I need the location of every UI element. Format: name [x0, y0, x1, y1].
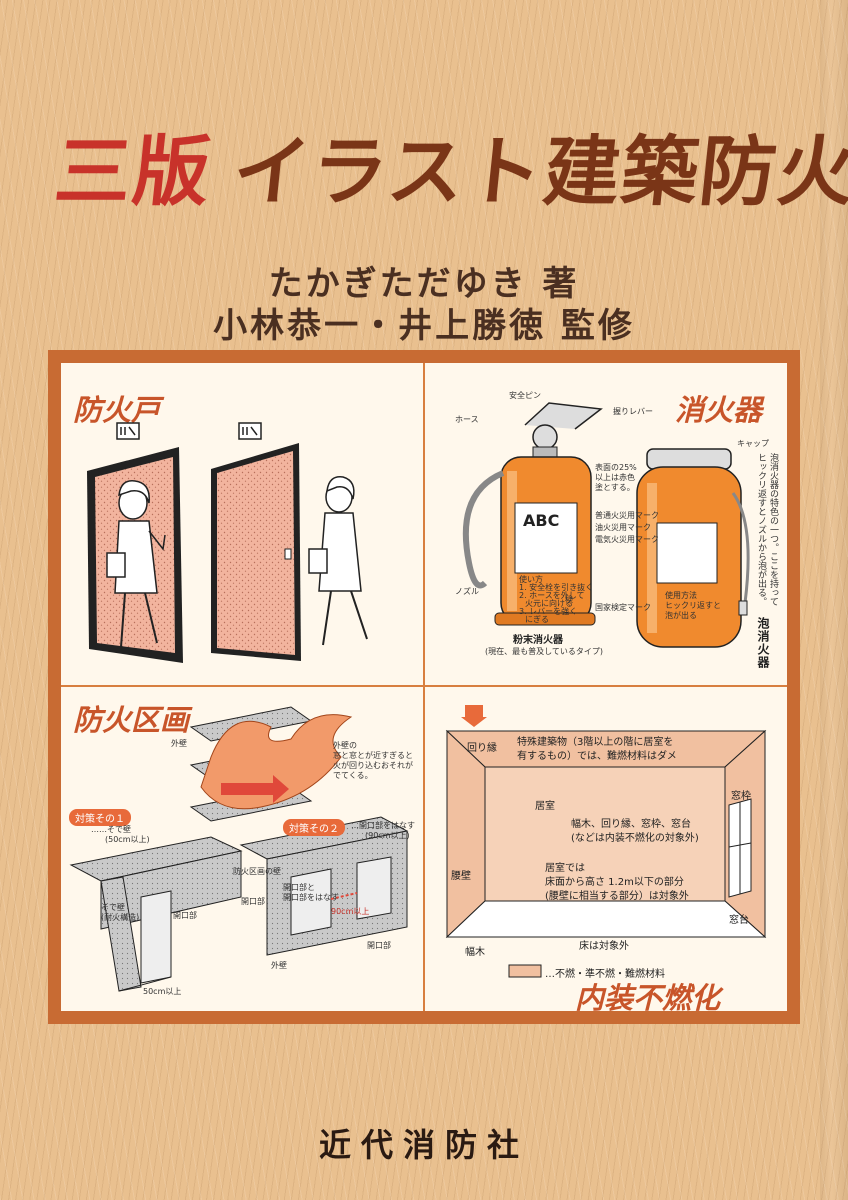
- tag-measure-1: 対策その１: [69, 809, 131, 826]
- illustration-frame: 防火戸: [48, 350, 800, 1024]
- label-surface-3: 塗とする。: [595, 483, 635, 492]
- label-usage-2: 2. ホースを外して: [519, 591, 585, 600]
- label-usage-5: にぎる: [525, 615, 549, 624]
- label-note-2: 窓と窓とが近すぎると: [333, 751, 413, 760]
- label-opening: 開口部: [241, 897, 265, 906]
- label-target-1: 幅木、回り縁、窓枠、窓台: [571, 819, 691, 830]
- label-sep-1: …開口部をはなす: [351, 821, 415, 830]
- publisher: 近代消防社: [318, 1126, 529, 1164]
- fire-door-illustration: [87, 422, 368, 663]
- interior-illustration: [445, 705, 767, 978]
- label-note-3: 火が回り込むおそれが: [333, 761, 413, 770]
- panel-fire-door: 防火戸: [61, 363, 423, 685]
- label-opening-center: 開口部: [173, 911, 197, 920]
- label-use-2: ヒックリ返すと: [665, 601, 721, 610]
- label-outer-wall: 外壁: [171, 739, 187, 748]
- label-room-rule-3: (腰壁に相当する部分）は対象外: [545, 891, 689, 902]
- label-inspection: 国家検定マーク: [595, 603, 651, 612]
- label-opening-2: 開口部: [367, 941, 391, 950]
- illustration-grid: 防火戸: [61, 363, 787, 1011]
- label-sill: 窓台: [729, 915, 749, 926]
- edition-label: 三版: [50, 127, 217, 216]
- label-sode-wall-2: (耐火構造): [101, 913, 140, 922]
- label-90cm: 90cm以上: [331, 907, 370, 916]
- label-usage-0: 使い方: [519, 575, 543, 584]
- label-use-1: 使用方法: [665, 591, 697, 600]
- grid-divider-vertical: [423, 363, 425, 1011]
- label-foam-note-1: 泡消火器の特色の一つ。ここを持って: [768, 453, 778, 606]
- panel-title-extinguisher: 消火器: [675, 393, 763, 427]
- label-floor: 床は対象外: [579, 941, 629, 952]
- label-special-2: 有するもの）では、難燃材料はダメ: [517, 751, 677, 762]
- label-outer-2: 外壁: [271, 961, 287, 970]
- book-title: 三版イラスト建築防火: [50, 110, 848, 220]
- label-target-2: (などは内装不燃化の対象外): [571, 833, 699, 844]
- label-foam-note-2: ヒックリ返すとノズルから泡が出る。: [756, 453, 766, 606]
- label-kentei: 検: [565, 595, 573, 604]
- label-room-rule-2: 床面から高さ 1.2m以下の部分: [545, 877, 684, 888]
- label-cornice: 回り縁: [467, 743, 497, 754]
- label-use-3: 泡が出る: [665, 611, 697, 620]
- label-lever: 握りレバー: [613, 407, 653, 416]
- label-safety-pin: 安全ピン: [509, 391, 541, 400]
- label-50cm: 50cm以上: [143, 987, 182, 996]
- panel-title-compartment: 防火区画: [73, 703, 190, 737]
- label-legend: …不燃・準不燃・難燃材料: [545, 969, 665, 980]
- label-room-rule-1: 居室では: [545, 863, 585, 874]
- supervisor-line: 小林恭一・井上勝徳 監修: [213, 306, 635, 346]
- label-mark-elec: 電気火災用マーク: [595, 535, 659, 544]
- label-foam: 泡消火器: [756, 617, 770, 669]
- label-sep-2: (90cm以上): [365, 831, 410, 840]
- label-baseboard: 幅木: [465, 947, 485, 958]
- label-usage-4: 3. レバーを強く: [519, 607, 578, 616]
- compartment-illustration: [69, 706, 409, 992]
- label-window-frame: 窓枠: [731, 791, 751, 802]
- label-nozzle: ノズル: [455, 587, 479, 596]
- panel-interior: 回り縁 特殊建築物（3階以上の階に居室を 有するもの）では、難燃材料はダメ 窓枠…: [425, 687, 787, 1011]
- panel-title-interior: 内装不燃化: [575, 981, 721, 1011]
- label-hose: ホース: [455, 415, 479, 424]
- extinguisher-illustration: [462, 402, 750, 648]
- label-mark-normal: 普通火災用マーク: [595, 511, 659, 520]
- panel-compartment: 防火区画 外壁 外壁の 窓と窓とが近すぎると 火が回り込むおそれが でてくる。 …: [61, 687, 423, 1011]
- book-spine-edge: [820, 0, 848, 1200]
- label-cap: キャップ: [737, 439, 769, 448]
- label-note-1: 外壁の: [333, 741, 357, 750]
- title-text: イラスト建築防火: [228, 127, 848, 216]
- label-abc: ABC: [523, 511, 560, 530]
- label-powder: 粉末消火器: [513, 635, 563, 646]
- label-note-4: でてくる。: [333, 771, 373, 780]
- author-line: たかぎただゆき 著: [268, 264, 580, 304]
- label-sode-1: ……そで壁: [91, 825, 131, 834]
- label-room: 居室: [535, 801, 555, 812]
- label-usage-1: 1. 安全栓を引き抜く: [519, 583, 594, 592]
- label-wall: 防火区画の壁: [233, 867, 281, 876]
- label-sode-2: (50cm以上): [105, 835, 150, 844]
- label-sode-wall-1: そで壁: [101, 903, 125, 912]
- label-surface-2: 以上は赤色: [595, 473, 635, 482]
- label-usage-3: 火元に向ける: [525, 599, 573, 608]
- label-surface-1: 表面の25%: [595, 463, 637, 472]
- tag-measure-2: 対策その２: [283, 819, 345, 836]
- label-powder-note: (現在、最も普及しているタイプ): [485, 647, 604, 656]
- panel-title-fire-door: 防火戸: [73, 393, 161, 427]
- grid-divider-horizontal: [61, 685, 787, 687]
- label-sep-open-1: 開口部と: [283, 883, 315, 892]
- label-mark-oil: 油火災用マーク: [595, 523, 651, 532]
- label-special-1: 特殊建築物（3階以上の階に居室を: [517, 737, 674, 748]
- label-sep-open-2: 開口部をはなす: [283, 893, 339, 902]
- label-wainscot: 腰壁: [451, 871, 471, 882]
- panel-extinguisher: 消火器 安全ピン 握りレバー ホース 表面の25% 以上は赤色 塗とする。 AB…: [425, 363, 787, 685]
